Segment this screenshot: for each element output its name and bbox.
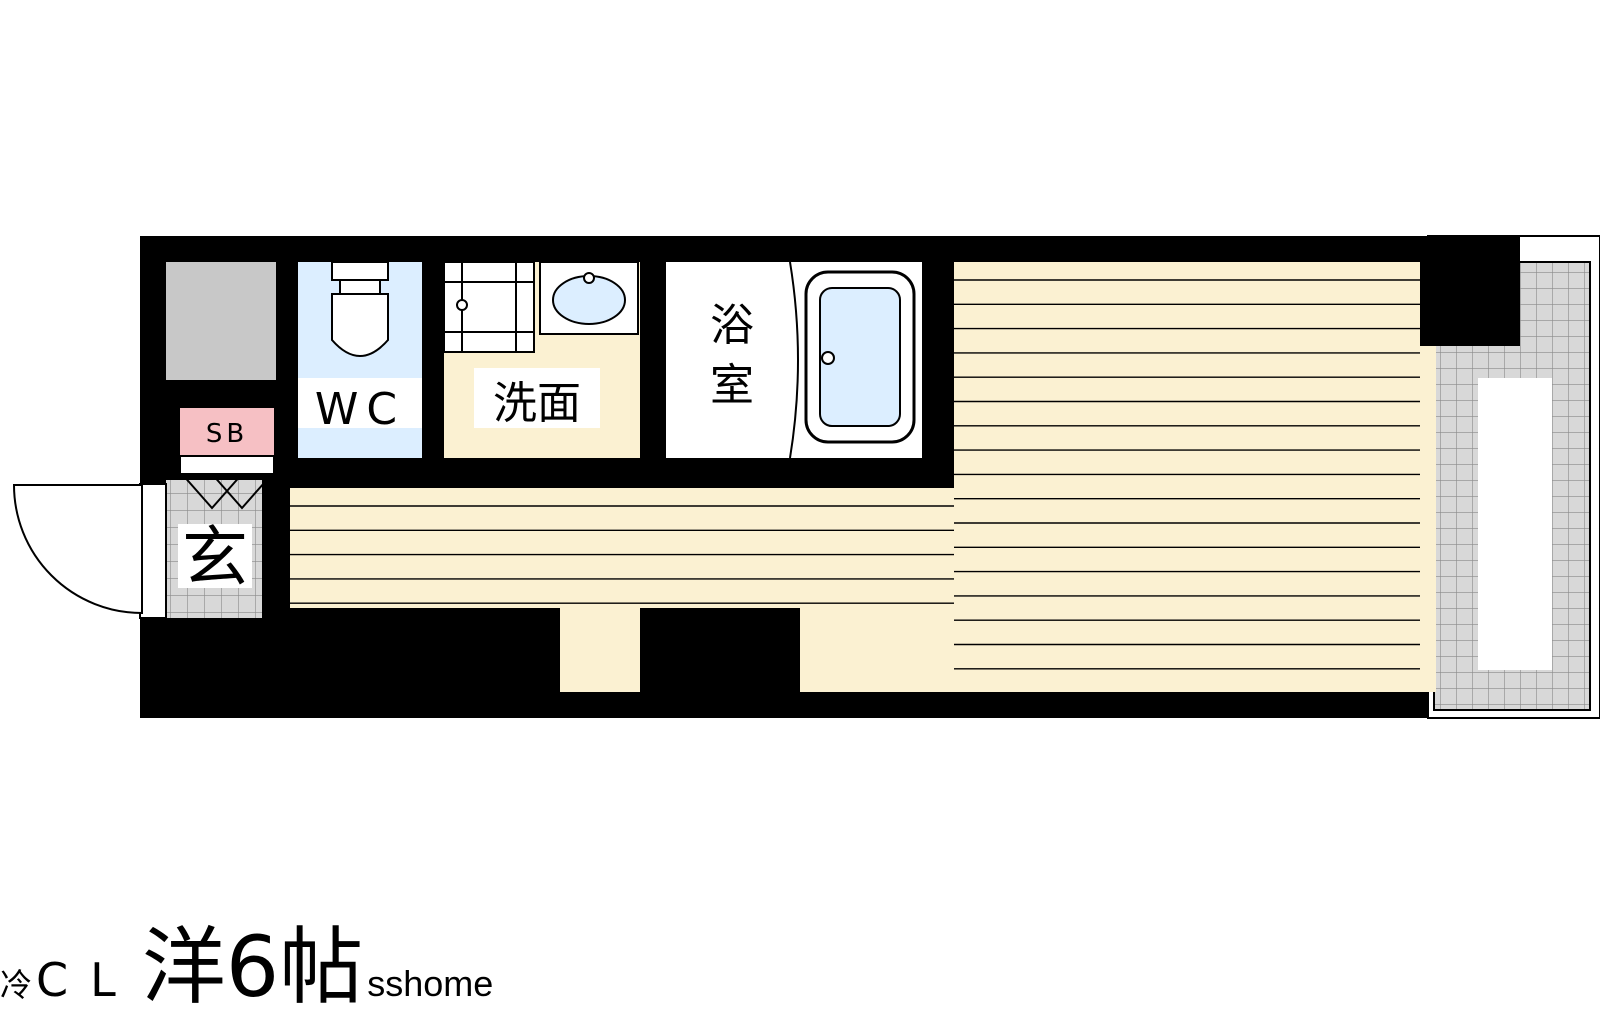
toilet-label: WC <box>315 384 405 435</box>
shoe-box-label: SB <box>206 419 248 449</box>
washroom: 洗面 <box>443 261 640 458</box>
closet-label: CL <box>36 953 138 1007</box>
main-room-floor <box>954 262 1436 692</box>
wall-block <box>1420 236 1520 346</box>
bathroom: 浴 室 <box>666 261 922 459</box>
shoe-box: SB <box>180 408 274 456</box>
watermark: sshome <box>367 963 494 1004</box>
washroom-label: 洗面 <box>493 378 581 429</box>
bath-label-1: 浴 <box>710 300 754 351</box>
refrigerator-label: 冷 <box>0 966 33 1004</box>
closet: CL <box>36 953 142 1007</box>
toilet-room: WC <box>298 261 422 458</box>
entry-door[interactable] <box>12 483 167 619</box>
main-room-label: 洋6帖 <box>141 918 364 1016</box>
toilet-bowl-icon <box>331 293 389 357</box>
entrance: 玄 <box>166 455 275 618</box>
entrance-label: 玄 <box>182 519 248 596</box>
storage-box <box>166 262 276 380</box>
corridor-floor <box>290 488 954 692</box>
bath-label-2: 室 <box>710 360 754 411</box>
toilet-tank-icon <box>331 261 389 281</box>
floor-plan: SB 玄 WC 洗面 <box>12 235 1600 719</box>
refrigerator: 冷 <box>0 966 36 1004</box>
